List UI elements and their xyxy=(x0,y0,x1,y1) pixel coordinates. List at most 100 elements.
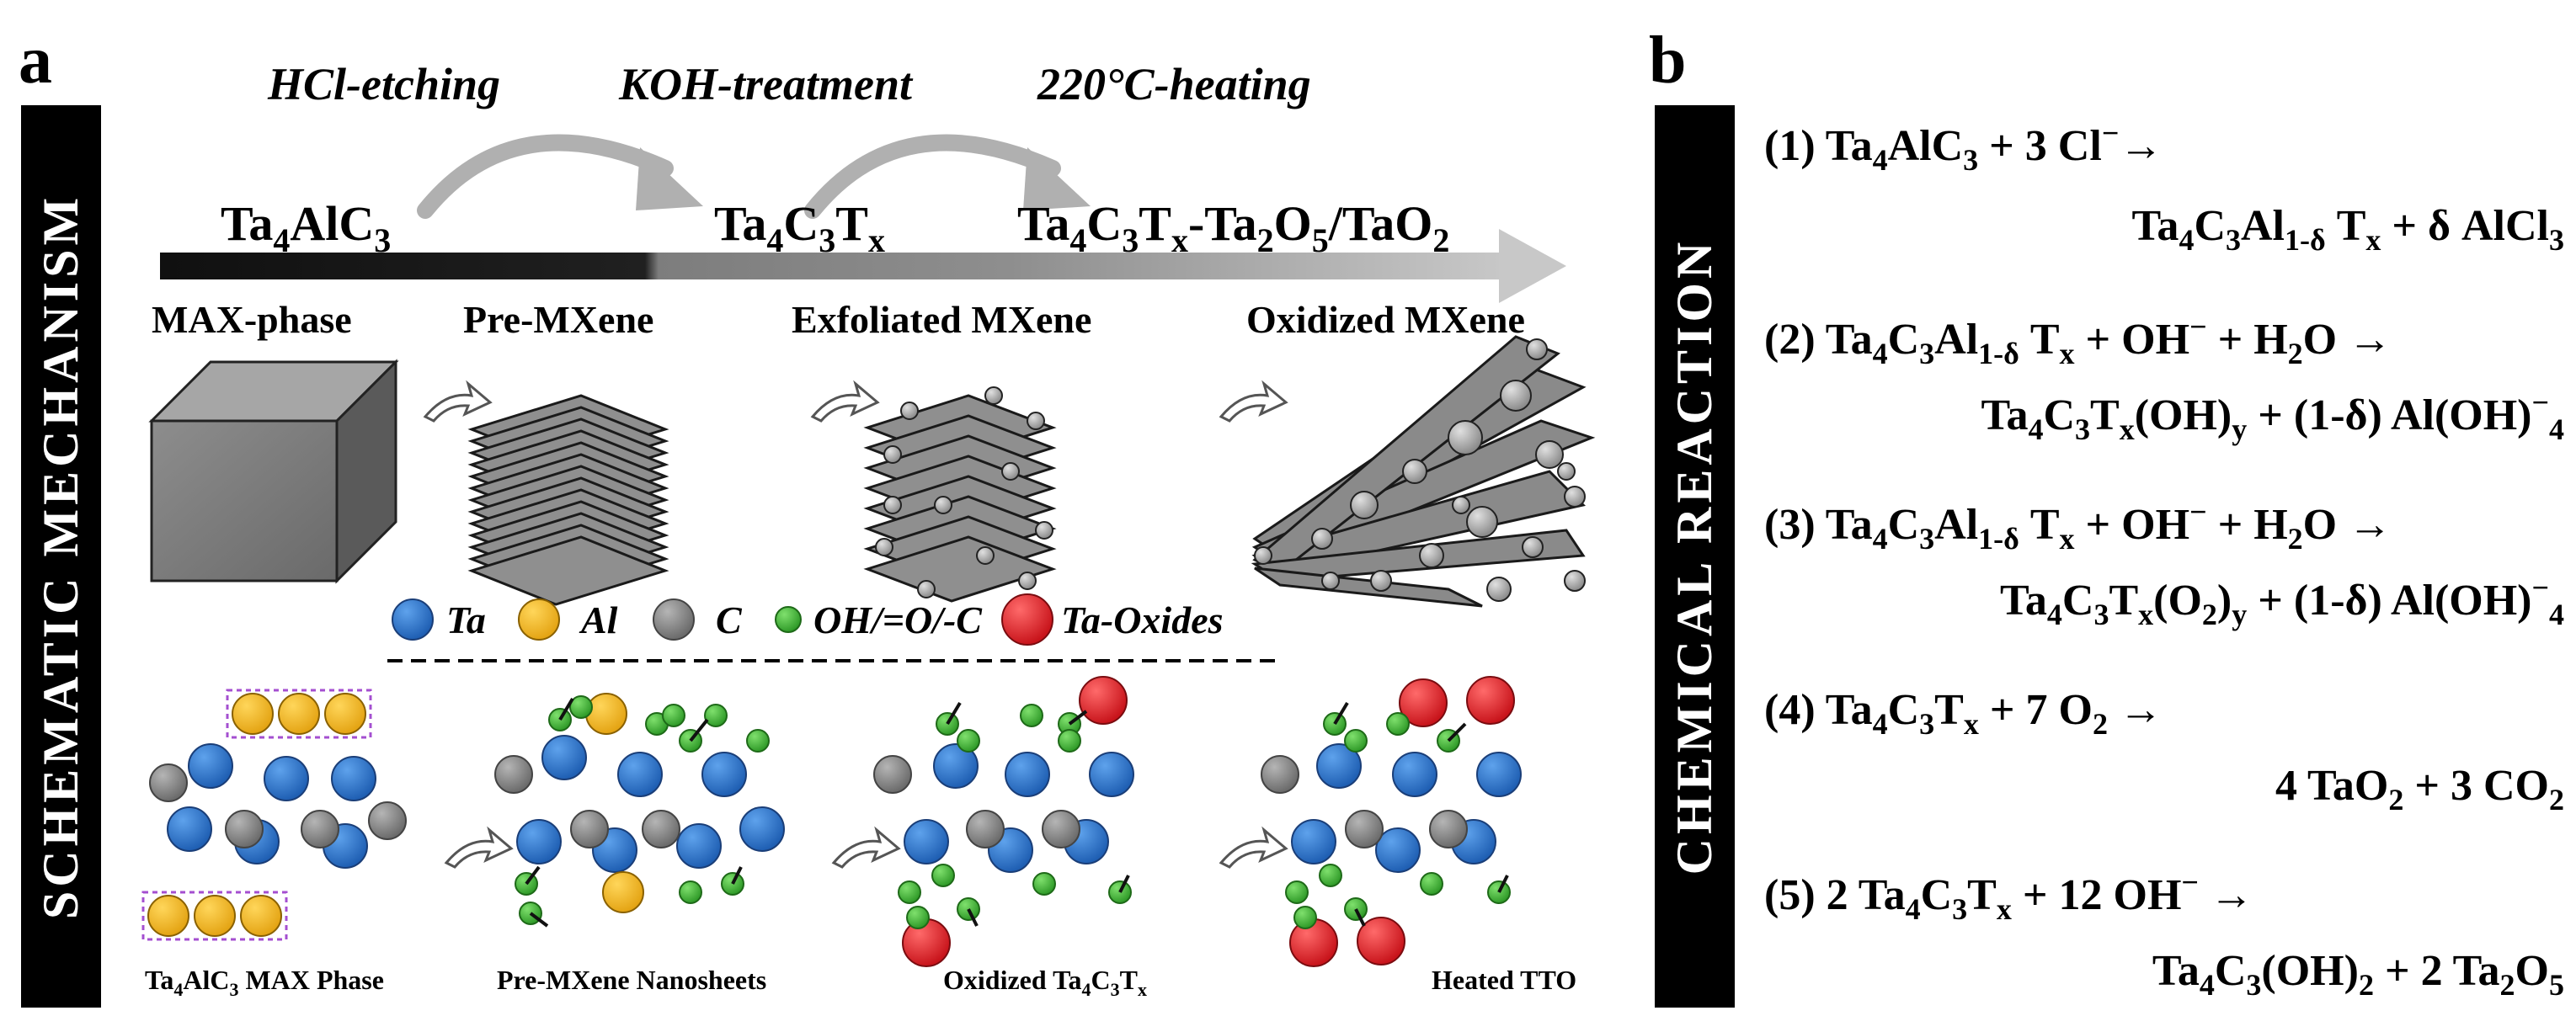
reaction-list: (1) Ta4AlC3 + 3 Cl−→ Ta4C3Al1-δ Tx + δ A… xyxy=(1764,116,2564,1002)
surface-dot xyxy=(1522,536,1544,558)
stage-label-exfoliated-mxene: Exfoliated MXene xyxy=(792,298,1091,341)
atom-structures xyxy=(141,676,1522,967)
atom-ta xyxy=(331,756,376,801)
exfoliated-mxene-dots xyxy=(875,386,1053,598)
legend-oh-ball-icon xyxy=(775,606,802,633)
caption-oxidized: Oxidized Ta4C3Tx xyxy=(943,965,1147,1000)
surface-dot xyxy=(1370,570,1392,592)
legend-al-label: Al xyxy=(579,598,618,641)
atom-al xyxy=(585,693,627,735)
atom-oh xyxy=(931,864,955,887)
bond xyxy=(731,866,743,885)
atom-ta xyxy=(617,752,663,797)
surface-dot xyxy=(1557,462,1576,481)
panel-b-letter: b xyxy=(1649,24,1687,98)
surface-dot xyxy=(934,496,952,514)
bond xyxy=(529,912,549,928)
atom-c xyxy=(494,755,533,794)
stage-label-oxidized-mxene: Oxidized MXene xyxy=(1246,298,1525,341)
atom-al xyxy=(324,693,366,735)
reaction-2-rhs: Ta4C3Tx(OH)y + (1-δ) Al(OH)−4 xyxy=(1981,386,2564,446)
atom-oh xyxy=(746,729,770,753)
bond xyxy=(1068,710,1088,726)
atom-ta xyxy=(541,735,587,780)
panel-a-letter: a xyxy=(19,24,52,98)
panel-b-side-label: CHEMICAL REACTION xyxy=(1667,238,1722,875)
process-arrow-shaft xyxy=(160,253,1507,279)
panel-a-side-band xyxy=(21,105,101,1008)
reaction-5-rhs: Ta4C3(OH)2 + 2 Ta2O5 xyxy=(2152,947,2564,1002)
surface-dot xyxy=(917,580,936,598)
atom-al xyxy=(194,895,236,937)
atom-ta xyxy=(1392,752,1437,797)
atom-oh xyxy=(1032,872,1056,896)
atom-ox xyxy=(1466,676,1515,725)
surface-dot xyxy=(1035,521,1053,540)
bond xyxy=(689,718,709,742)
oxidized-mxene-dots xyxy=(1254,338,1586,602)
reaction-1-rhs: Ta4C3Al1-δ Tx + δ AlCl3 xyxy=(2132,202,2564,257)
atom-oh xyxy=(1386,712,1410,736)
surface-dot xyxy=(1350,491,1379,519)
atom-ta xyxy=(1375,827,1421,873)
atom-c xyxy=(149,763,188,802)
caption-heated-tto: Heated TTO xyxy=(1432,965,1576,995)
reaction-3-lhs: (3) Ta4C3Al1-δ Tx + OH− + H2O → xyxy=(1764,495,2392,556)
atom-al xyxy=(278,693,320,735)
transition-arrow-icon xyxy=(444,826,1288,869)
atom-oh xyxy=(1285,880,1309,904)
caption-pre-mxene: Pre-MXene Nanosheets xyxy=(497,965,766,995)
legend-ta-ball-icon xyxy=(392,598,434,641)
stage-label-max-phase: MAX-phase xyxy=(152,298,352,341)
atom-oh xyxy=(569,695,593,719)
transition-arrow-icon xyxy=(423,380,1288,423)
atom-oh xyxy=(957,729,980,753)
step-label-koh-treatment: KOH-treatment xyxy=(618,59,914,109)
atom-ta xyxy=(1291,819,1336,864)
atom-c xyxy=(873,755,912,794)
surface-dot xyxy=(1452,496,1470,514)
atom-c xyxy=(301,810,339,848)
surface-dot xyxy=(976,546,995,565)
atom-oh xyxy=(1020,704,1043,727)
surface-dot xyxy=(1466,506,1498,538)
curved-arrow-icon xyxy=(804,134,1061,219)
surface-dot xyxy=(1018,572,1037,590)
atom-ta xyxy=(167,806,212,852)
reaction-1-lhs: (1) Ta4AlC3 + 3 Cl−→ xyxy=(1764,116,2163,177)
surface-dot xyxy=(1526,338,1548,360)
atom-oh xyxy=(1293,906,1317,929)
bond xyxy=(1447,722,1467,742)
atom-ta xyxy=(676,823,722,869)
surface-dot xyxy=(1419,543,1444,568)
curved-arrow-head-icon xyxy=(1023,147,1091,210)
reaction-2-lhs: (2) Ta4C3Al1-δ Tx + OH− + H2O → xyxy=(1764,310,2392,370)
atom-ta xyxy=(264,756,309,801)
legend-c-ball-icon xyxy=(653,598,695,641)
stage-label-pre-mxene: Pre-MXene xyxy=(463,298,653,341)
mxene-sheet xyxy=(467,535,669,606)
al-layer-box xyxy=(226,689,372,739)
reaction-3-rhs: Ta4C3Tx(O2)y + (1-δ) Al(OH)−4 xyxy=(2000,571,2564,631)
bond xyxy=(558,697,574,721)
bond xyxy=(1497,875,1509,893)
atom-ta xyxy=(516,819,562,864)
max-phase-cube xyxy=(148,359,399,584)
atom-ta xyxy=(188,743,233,789)
surface-dot xyxy=(900,402,919,420)
caption-max-phase: Ta4AlC3 MAX Phase xyxy=(145,965,384,1000)
bond xyxy=(1333,701,1349,726)
atom-ox xyxy=(1357,917,1405,965)
atom-ta xyxy=(904,819,949,864)
atom-oh xyxy=(662,704,685,727)
atom-c xyxy=(1261,755,1299,794)
step-label-hcl-etching: HCl-etching xyxy=(267,59,500,109)
atom-ta xyxy=(1089,752,1134,797)
atom-oh xyxy=(906,906,930,929)
atom-c xyxy=(642,810,680,848)
surface-dot xyxy=(1486,577,1512,602)
surface-dot xyxy=(883,496,902,514)
atom-c xyxy=(1345,810,1384,848)
surface-dot xyxy=(1001,462,1020,481)
